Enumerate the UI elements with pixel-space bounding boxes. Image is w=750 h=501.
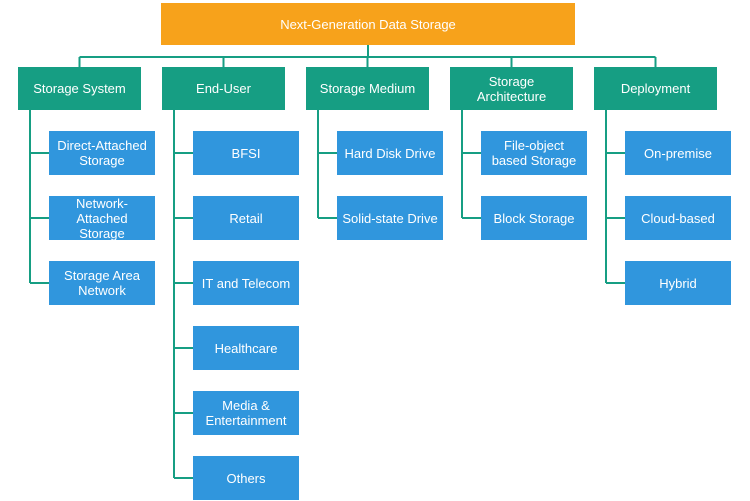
category-end-user: End-User xyxy=(162,67,285,110)
leaf-label: Network-Attached Storage xyxy=(75,195,128,241)
category-storage-system: Storage System xyxy=(18,67,141,110)
leaf-storage-area-network: Storage Area Network xyxy=(49,261,155,305)
leaf-hybrid: Hybrid xyxy=(625,261,731,305)
leaf-label: Cloud-based xyxy=(641,210,715,226)
leaf-label: IT and Telecom xyxy=(201,275,291,291)
leaf-label: Hybrid xyxy=(659,275,697,291)
leaf-direct-attached-storage: Direct-Attached Storage xyxy=(49,131,155,175)
leaf-on-premise: On-premise xyxy=(625,131,731,175)
category-label: Storage Architecture xyxy=(476,73,547,104)
leaf-hard-disk-drive: Hard Disk Drive xyxy=(337,131,443,175)
category-label: Storage System xyxy=(33,81,126,96)
leaf-label: File-object based Storage xyxy=(491,138,577,168)
leaf-label: Hard Disk Drive xyxy=(344,145,436,161)
leaf-others: Others xyxy=(193,456,299,500)
leaf-label: Storage Area Network xyxy=(64,268,140,298)
root-title: Next-Generation Data Storage xyxy=(280,16,456,32)
leaf-label: Healthcare xyxy=(214,340,278,356)
category-deployment: Deployment xyxy=(594,67,717,110)
leaf-label: On-premise xyxy=(644,145,712,161)
leaf-label: Others xyxy=(226,470,266,486)
leaf-label: Retail xyxy=(229,210,263,226)
leaf-healthcare: Healthcare xyxy=(193,326,299,370)
leaf-network-attached-storage: Network-Attached Storage xyxy=(49,195,155,241)
leaf-file-object-based-storage: File-object based Storage xyxy=(481,131,587,175)
category-storage-architecture: Storage Architecture xyxy=(450,67,573,110)
category-label: End-User xyxy=(196,81,251,96)
leaf-cloud-based: Cloud-based xyxy=(625,196,731,240)
leaf-retail: Retail xyxy=(193,196,299,240)
leaf-bfsi: BFSI xyxy=(193,131,299,175)
category-label: Deployment xyxy=(620,81,691,96)
category-storage-medium: Storage Medium xyxy=(306,67,429,110)
leaf-label: Direct-Attached Storage xyxy=(57,138,147,168)
leaf-label: Block Storage xyxy=(493,210,575,226)
leaf-it-and-telecom: IT and Telecom xyxy=(193,261,299,305)
leaf-label: BFSI xyxy=(231,145,261,161)
category-label: Storage Medium xyxy=(319,81,416,96)
leaf-solid-state-drive: Solid-state Drive xyxy=(337,196,443,240)
leaf-block-storage: Block Storage xyxy=(481,196,587,240)
leaf-label: Solid-state Drive xyxy=(342,210,438,226)
leaf-label: Media & Entertainment xyxy=(205,398,287,428)
leaf-media-and-entertainment: Media & Entertainment xyxy=(193,391,299,435)
root-node: Next-Generation Data Storage xyxy=(161,3,575,45)
